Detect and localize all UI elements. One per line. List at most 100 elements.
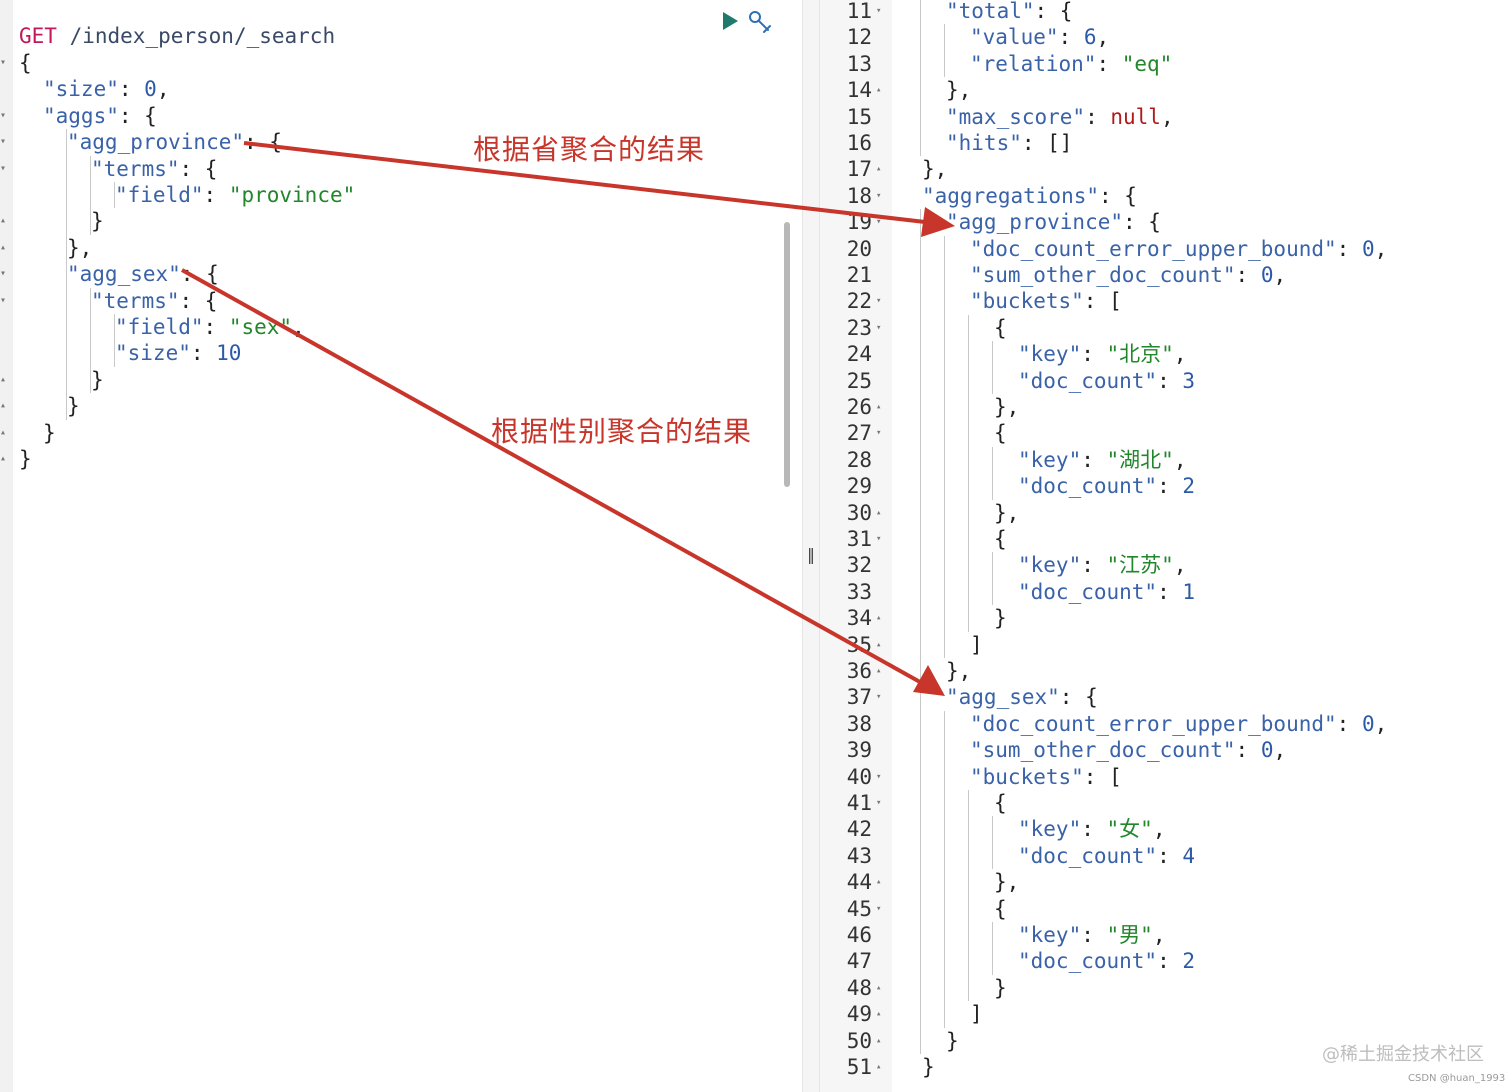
code-token: 0	[1361, 711, 1375, 736]
line-number: 36	[846, 659, 872, 683]
line-number: 50	[846, 1028, 872, 1053]
request-code-line[interactable]: "aggs": {	[19, 103, 157, 129]
fold-up-icon[interactable]: ▴	[876, 507, 882, 518]
fold-down-icon[interactable]: ▾	[0, 109, 7, 121]
indent-guide	[66, 234, 67, 262]
indent-guide	[920, 922, 921, 949]
code-token: 4	[1182, 843, 1196, 868]
code-token: 1	[1182, 579, 1196, 604]
fold-up-icon[interactable]: ▴	[876, 1062, 882, 1072]
fold-up-icon[interactable]: ▴	[876, 982, 882, 993]
indent-guide	[90, 182, 91, 209]
request-code-line[interactable]: }	[19, 446, 32, 472]
fold-down-icon[interactable]: ▾	[876, 692, 882, 703]
pane-resize-handle[interactable]: ‖	[802, 0, 820, 1092]
indent-guide	[920, 1001, 921, 1028]
fold-up-icon[interactable]: ▴	[876, 402, 882, 412]
code-token: 2	[1182, 474, 1196, 499]
code-token: :	[1085, 104, 1111, 129]
indent-guide	[968, 922, 969, 949]
response-viewer[interactable]: 11▾"total": {12"value": 6,13"relation": …	[820, 0, 1512, 1092]
indent-guide	[920, 895, 921, 922]
code-token: {	[19, 51, 32, 75]
line-number: 19	[846, 210, 872, 235]
line-number: 33	[846, 579, 872, 604]
line-number: 11	[846, 0, 872, 23]
code-token: :	[1157, 474, 1183, 499]
fold-up-icon[interactable]: ▴	[876, 164, 882, 175]
fold-down-icon[interactable]: ▾	[0, 162, 7, 174]
code-token: "value"	[970, 25, 1059, 50]
code-token: {	[994, 791, 1007, 815]
fold-up-icon[interactable]: ▴	[876, 639, 882, 650]
fold-up-icon[interactable]: ▴	[876, 613, 882, 624]
code-token: "doc_count"	[1018, 843, 1158, 868]
indent-guide	[992, 341, 993, 368]
fold-down-icon[interactable]: ▾	[876, 296, 882, 307]
fold-down-icon[interactable]: ▾	[876, 903, 882, 914]
indent-guide	[920, 869, 921, 896]
fold-down-icon[interactable]: ▾	[876, 190, 882, 201]
request-code-line[interactable]: }	[19, 367, 104, 393]
fold-up-icon[interactable]: ▴	[0, 241, 7, 253]
fold-up-icon[interactable]: ▴	[0, 453, 7, 464]
fold-down-icon[interactable]: ▾	[876, 6, 882, 16]
request-scrollbar[interactable]	[784, 222, 790, 487]
request-code-line[interactable]: }	[19, 393, 80, 419]
fold-up-icon[interactable]: ▴	[0, 400, 7, 412]
code-token: "北京"	[1106, 342, 1174, 367]
request-code-line[interactable]: "size": 10	[19, 340, 241, 366]
code-token: "doc_count_error_upper_bound"	[970, 236, 1337, 261]
fold-down-icon[interactable]: ▾	[0, 268, 7, 280]
indent-guide	[920, 974, 921, 1002]
request-code-line[interactable]: },	[19, 235, 92, 261]
fold-up-icon[interactable]: ▴	[876, 877, 882, 888]
line-number: 14	[846, 78, 872, 103]
code-token: : {	[179, 156, 218, 181]
request-code-line[interactable]: "agg_province": {	[19, 129, 282, 155]
fold-down-icon[interactable]: ▾	[876, 771, 882, 782]
indent-guide	[992, 367, 993, 394]
request-code-line[interactable]: "field": "province"	[19, 182, 355, 208]
indent-guide	[968, 869, 969, 896]
indent-guide	[920, 842, 921, 870]
code-token: "aggregations"	[922, 183, 1100, 208]
fold-down-icon[interactable]: ▾	[876, 798, 882, 808]
code-token: "sum_other_doc_count"	[970, 263, 1236, 287]
request-code-line[interactable]: }	[19, 208, 104, 234]
fold-down-icon[interactable]: ▾	[876, 428, 882, 439]
request-code-line[interactable]: "agg_sex": {	[19, 261, 219, 287]
code-token: ,	[156, 77, 170, 102]
fold-down-icon[interactable]: ▾	[0, 136, 7, 148]
code-token: "total"	[946, 0, 1035, 23]
wrench-icon[interactable]	[746, 8, 774, 36]
indent-guide	[968, 578, 969, 606]
response-code-line: "doc_count": 3	[912, 368, 1195, 394]
request-code-line[interactable]: }	[19, 420, 56, 446]
fold-up-icon[interactable]: ▴	[0, 373, 7, 385]
line-number: 30	[846, 500, 872, 525]
fold-down-icon[interactable]: ▾	[0, 57, 7, 68]
code-token: {	[994, 421, 1007, 446]
response-code-line: "total": {	[912, 0, 1072, 24]
request-code-line[interactable]: "terms": {	[19, 156, 217, 182]
request-code-line[interactable]: "size": 0,	[19, 76, 169, 102]
fold-down-icon[interactable]: ▾	[876, 322, 882, 333]
fold-up-icon[interactable]: ▴	[0, 215, 7, 227]
fold-up-icon[interactable]: ▴	[0, 426, 7, 438]
fold-down-icon[interactable]: ▾	[0, 294, 7, 306]
play-icon[interactable]	[720, 10, 740, 32]
fold-up-icon[interactable]: ▴	[876, 85, 882, 96]
request-code-line[interactable]: "field": "sex",	[19, 314, 305, 340]
fold-up-icon[interactable]: ▴	[876, 666, 882, 676]
fold-down-icon[interactable]: ▾	[876, 217, 882, 228]
fold-up-icon[interactable]: ▴	[876, 1009, 882, 1020]
indent-guide	[66, 155, 67, 182]
fold-down-icon[interactable]: ▾	[876, 534, 882, 544]
indent-guide	[66, 129, 67, 156]
indent-guide	[968, 552, 969, 579]
request-code-line[interactable]: "terms": {	[19, 288, 217, 314]
request-code-line[interactable]: {	[19, 50, 32, 76]
fold-up-icon[interactable]: ▴	[876, 1035, 882, 1046]
line-number: 15	[846, 104, 872, 129]
